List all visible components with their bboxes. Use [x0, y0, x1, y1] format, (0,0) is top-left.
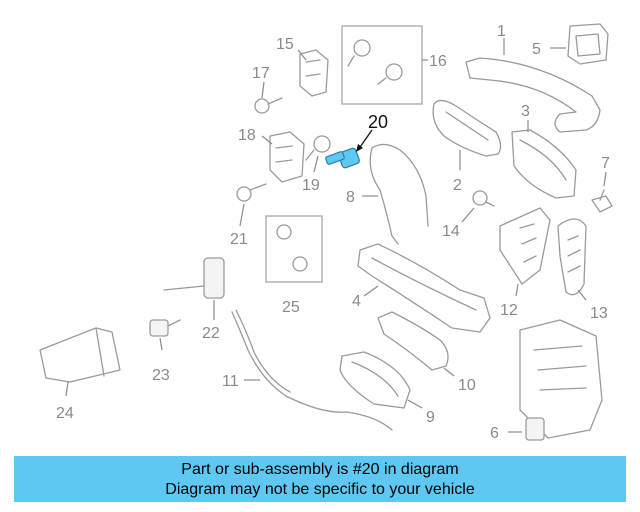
callout-23: 23 — [152, 367, 170, 384]
callout-25: 25 — [282, 299, 300, 316]
part-11-cable: 11 — [222, 309, 393, 431]
part-7-clip: 7 — [591, 155, 613, 213]
callout-6: 6 — [490, 425, 499, 442]
part-14-bolt: 14 — [442, 190, 495, 240]
callout-5: 5 — [532, 41, 541, 58]
part-6-latch: 6 — [490, 319, 603, 442]
info-banner: Part or sub-assembly is #20 in diagram D… — [14, 456, 626, 502]
callout-16: 16 — [429, 53, 447, 70]
part-21-bolt: 21 — [230, 183, 267, 248]
part-12-pad: 12 — [499, 207, 551, 319]
part-16-bolt-kit: 16 — [341, 25, 447, 105]
part-2-gasket: 2 — [432, 99, 502, 194]
callout-7: 7 — [601, 155, 610, 172]
part-22-striker: 22 — [163, 257, 225, 342]
callout-2: 2 — [453, 177, 462, 194]
callout-22: 22 — [202, 325, 220, 342]
part-20-bolt-highlighted: 20 — [325, 112, 388, 169]
callout-4: 4 — [352, 293, 361, 310]
callout-12: 12 — [500, 302, 518, 319]
part-13-pad: 13 — [557, 218, 608, 322]
part-15-hinge: 15 — [276, 36, 329, 97]
callout-1: 1 — [497, 23, 506, 40]
callout-17: 17 — [252, 65, 270, 82]
callout-13: 13 — [590, 305, 608, 322]
part-9-bezel: 9 — [339, 351, 435, 426]
part-5-cap: 5 — [532, 23, 609, 65]
part-18-hinge: 18 — [238, 127, 305, 183]
part-3-gasket: 3 — [511, 103, 577, 199]
callout-11: 11 — [222, 373, 239, 390]
callout-21: 21 — [230, 231, 248, 248]
parts-diagram: 1 5 2 3 7 12 13 — [39, 23, 613, 442]
callout-19: 19 — [302, 177, 320, 194]
part-23-bolt: 23 — [149, 319, 181, 384]
callout-18: 18 — [238, 127, 256, 144]
callout-15: 15 — [276, 36, 294, 53]
callout-9: 9 — [426, 409, 435, 426]
callout-3: 3 — [521, 103, 530, 120]
banner-line-part-number: Part or sub-assembly is #20 in diagram — [181, 461, 459, 478]
callout-10: 10 — [458, 377, 476, 394]
callout-8: 8 — [346, 189, 355, 206]
part-19-bolt: 19 — [302, 135, 331, 194]
banner-line-disclaimer: Diagram may not be specific to your vehi… — [165, 481, 475, 498]
part-25-bolt-kit: 25 — [265, 215, 323, 316]
part-17-bolt: 17 — [252, 65, 283, 114]
callout-24: 24 — [56, 405, 74, 422]
part-8-cable: 8 — [346, 143, 429, 245]
callout-14: 14 — [442, 223, 460, 240]
callout-20: 20 — [368, 112, 388, 132]
part-4-handle-frame: 4 — [352, 243, 491, 333]
part-10-handle: 10 — [377, 311, 476, 394]
part-1-exterior-handle: 1 — [465, 23, 601, 133]
part-24-cover: 24 — [39, 327, 121, 422]
